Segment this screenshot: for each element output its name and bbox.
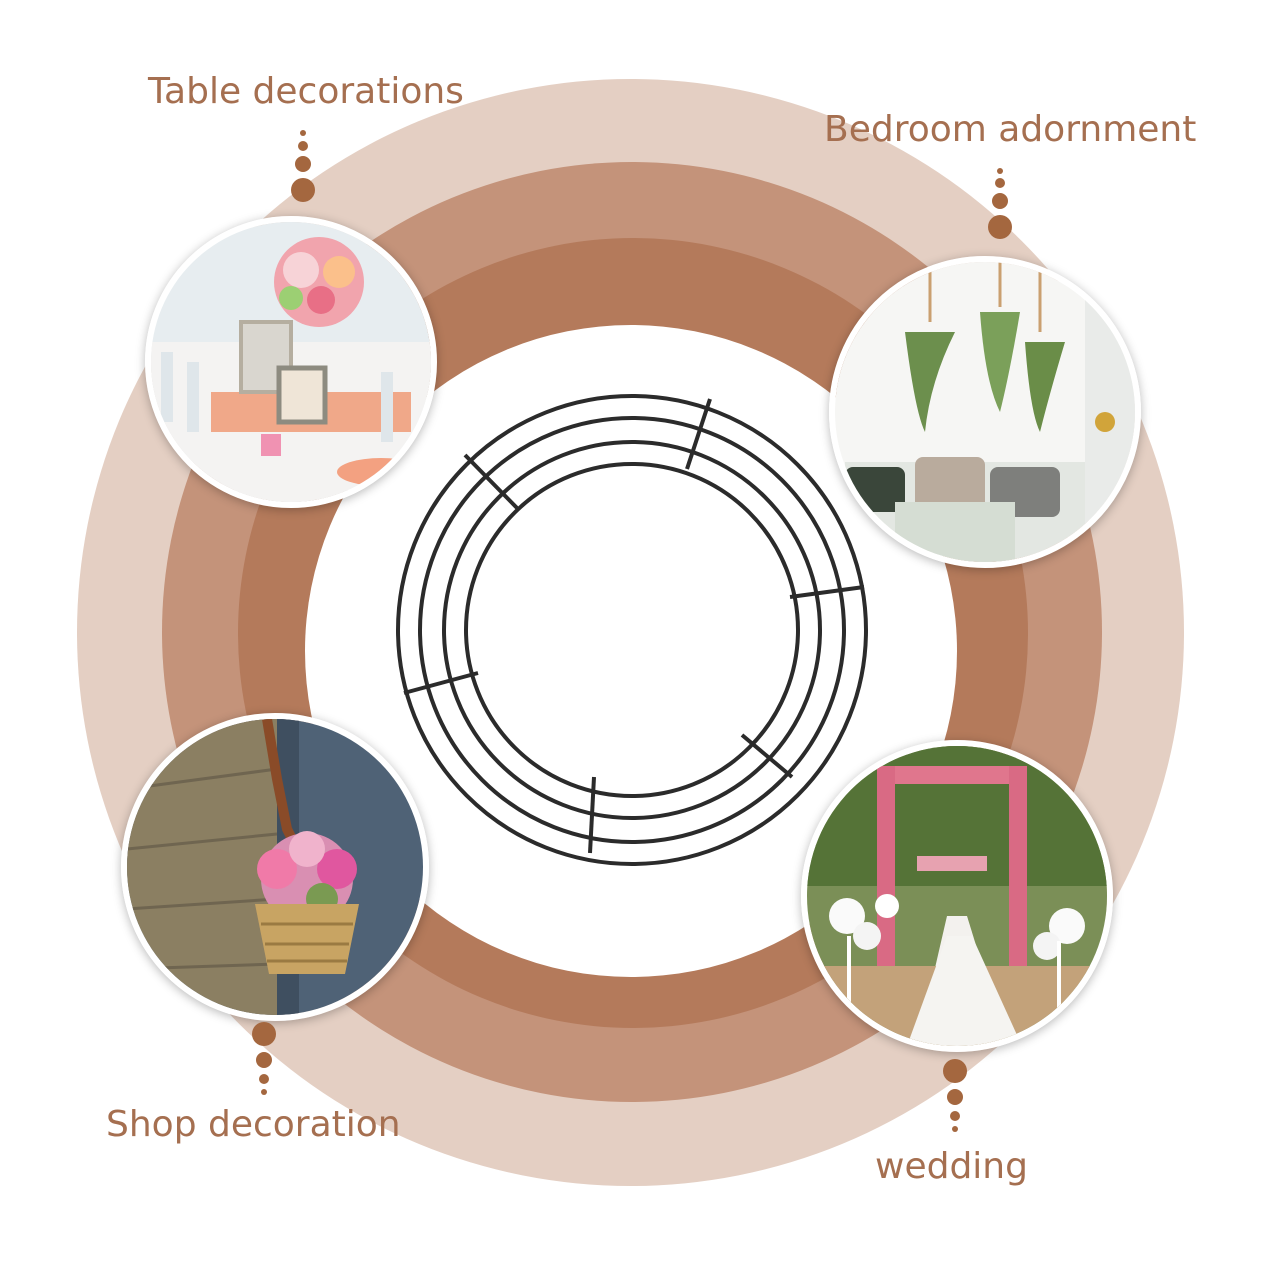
wreath-strut	[685, 398, 712, 470]
label-table-decorations: Table decorations	[148, 71, 464, 112]
connector-dot	[997, 168, 1003, 174]
wire-wreath-frame-icon	[396, 394, 868, 866]
shop-decoration-photo	[121, 713, 429, 1021]
wreath-ring-3	[442, 440, 822, 820]
label-bedroom-adornment: Bedroom adornment	[824, 109, 1197, 150]
connector-dot	[298, 141, 308, 151]
wreath-ring-4	[464, 462, 800, 798]
connector-dot	[259, 1074, 269, 1084]
wreath-strut	[463, 453, 520, 511]
wedding-photo	[801, 740, 1113, 1052]
connector-dot	[952, 1126, 958, 1132]
wreath-ring-1	[396, 394, 868, 866]
table-decorations-photo	[145, 216, 437, 508]
connector-dot	[295, 156, 311, 172]
connector-dot	[947, 1089, 963, 1105]
wreath-ring-2	[418, 416, 846, 844]
label-wedding: wedding	[875, 1146, 1028, 1187]
connector-dot	[252, 1022, 276, 1046]
connector-dot	[291, 178, 315, 202]
connector-dot	[995, 178, 1005, 188]
connector-dot	[256, 1052, 272, 1068]
connector-dot	[950, 1111, 960, 1121]
label-shop-decoration: Shop decoration	[106, 1104, 401, 1145]
connector-dot	[992, 193, 1008, 209]
wreath-strut	[740, 733, 794, 779]
wreath-strut	[588, 776, 596, 854]
connector-dot	[261, 1089, 267, 1095]
wreath-strut	[403, 671, 479, 695]
bedroom-adornment-photo	[829, 256, 1141, 568]
connector-dot	[300, 130, 306, 136]
connector-dot	[943, 1059, 967, 1083]
connector-dot	[988, 215, 1012, 239]
wreath-strut	[789, 585, 865, 599]
